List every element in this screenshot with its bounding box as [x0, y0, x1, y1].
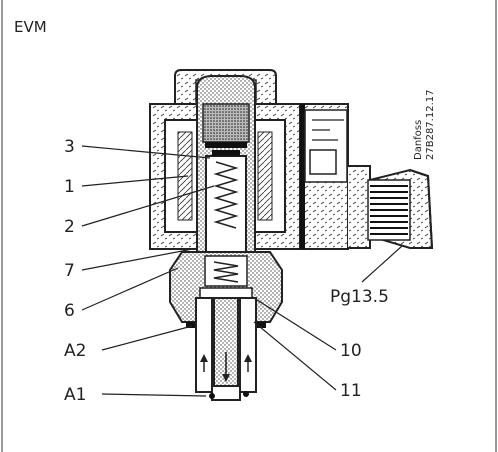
valve-body [169, 251, 283, 401]
terminal-box [299, 103, 434, 250]
pilot-spring [213, 261, 239, 283]
callout-3: 3 [64, 137, 75, 157]
callout-6: 6 [64, 301, 75, 321]
callout-7: 7 [64, 261, 75, 281]
return-spring [213, 161, 239, 229]
callout-11: 11 [340, 381, 362, 401]
callout-10: 10 [340, 341, 362, 361]
plunger-stop [202, 103, 250, 143]
port-a2-tube [195, 297, 213, 393]
credit-code: 27B287.12.17 [425, 90, 436, 160]
callout-pg13-5: Pg13.5 [330, 287, 389, 307]
callout-2: 2 [64, 217, 75, 237]
armature-tube [196, 75, 256, 265]
callout-a2: A2 [64, 341, 86, 361]
callout-a1: A1 [64, 385, 86, 405]
diagram-title: EVM [14, 18, 47, 36]
leader-lines [81, 145, 403, 397]
callout-1: 1 [64, 177, 75, 197]
credit-brand: Danfoss [413, 120, 424, 160]
